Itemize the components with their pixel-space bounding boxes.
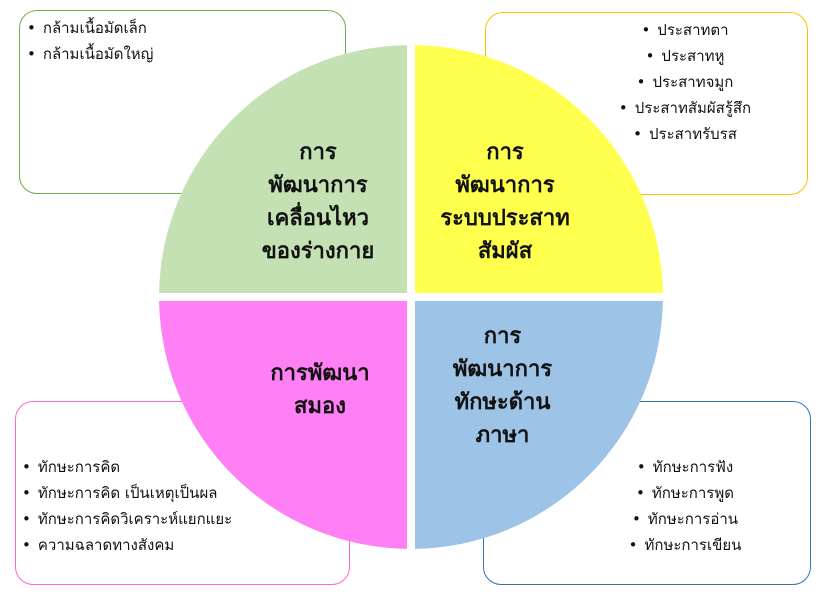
quadrant-bottom-left	[159, 301, 407, 549]
quadrant-label-language-development: การ พัฒนาการ ทักษะด้าน ภาษา	[452, 324, 553, 448]
motor-skills-list: กล้ามเนื้อมัดเล็ก กล้ามเนื้อมัดใหญ่	[27, 15, 154, 67]
list-item: ทักษะการเขียน	[610, 532, 760, 558]
list-item: ทักษะการพูด	[610, 480, 760, 506]
list-item: กล้ามเนื้อมัดเล็ก	[27, 15, 153, 41]
list-item: ประสาทรับรส	[585, 121, 785, 147]
list-item: ความฉลาดทางสังคม	[22, 532, 232, 558]
list-item: ทักษะการคิด เป็นเหตุเป็นผล	[22, 480, 232, 506]
list-item: ประสาทสัมผัสรู้สึก	[585, 95, 785, 121]
list-item: กล้ามเนื้อมัดใหญ่	[27, 41, 154, 67]
list-item: ประสาทตา	[585, 17, 785, 43]
sensory-list: ประสาทตา ประสาทหู ประสาทจมูก ประสาทสัมผั…	[585, 17, 785, 147]
list-item: ประสาทจมูก	[585, 69, 785, 95]
list-item: ประสาทหู	[585, 43, 785, 69]
list-item: ทักษะการฟัง	[610, 454, 760, 480]
list-item: ทักษะการคิดวิเคราะห์แยกแยะ	[22, 506, 232, 532]
quadrant-top-left	[159, 45, 407, 293]
quadrant-label-sensory-development: การ พัฒนาการ ระบบประสาท สัมผัส	[440, 140, 570, 264]
language-skills-list: ทักษะการฟัง ทักษะการพูด ทักษะการอ่าน ทัก…	[610, 454, 760, 558]
quadrant-label-brain-development: การพัฒนา สมอง	[270, 361, 370, 419]
quadrant-bottom-right	[415, 301, 663, 549]
quadrant-top-right	[415, 45, 663, 293]
quadrant-label-motor-development: การ พัฒนาการ เคลื่อนไหว ของร่างกาย	[261, 140, 375, 264]
thinking-skills-list: ทักษะการคิด ทักษะการคิด เป็นเหตุเป็นผล ท…	[22, 454, 232, 558]
list-item: ทักษะการอ่าน	[610, 506, 760, 532]
list-item: ทักษะการคิด	[22, 454, 232, 480]
